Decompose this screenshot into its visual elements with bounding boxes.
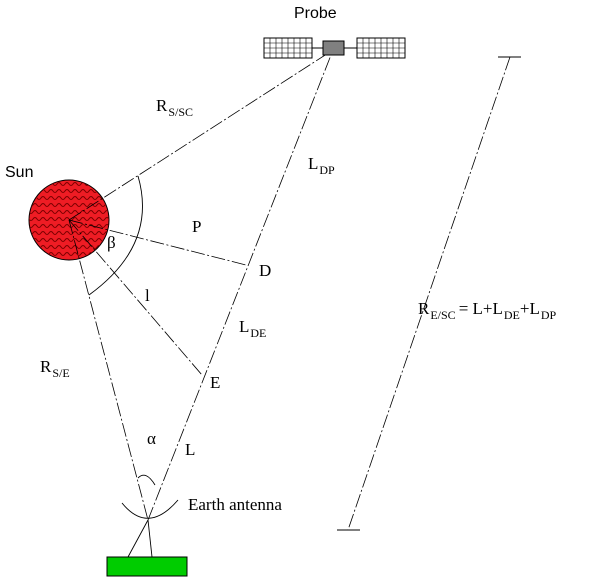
antenna-leg-left	[127, 519, 149, 558]
p-label: P	[192, 217, 202, 236]
d-label: D	[259, 261, 272, 280]
beta-label: β	[107, 233, 116, 252]
distance-line	[347, 56, 511, 531]
probe-label: Probe	[294, 5, 337, 22]
alpha-label: α	[147, 429, 156, 448]
earth-antenna-label: Earth antenna	[188, 495, 282, 514]
antenna-dish-icon	[121, 499, 179, 519]
sun-label: Sun	[5, 164, 34, 181]
l-de-label: LDE	[239, 317, 267, 340]
sun-probe-line	[68, 49, 334, 221]
l-dp-label: LDP	[308, 154, 335, 177]
earth-probe-line	[147, 49, 334, 521]
sun-earth-line	[68, 219, 149, 521]
r-s-sc-label: RS/SC	[156, 96, 194, 119]
probe-icon	[263, 37, 406, 59]
l-small-label: l	[145, 286, 150, 305]
sun-d-line	[68, 219, 247, 266]
e-label: E	[210, 373, 221, 392]
beta-arc	[88, 175, 143, 296]
sun-e-line	[68, 219, 203, 376]
r-e-sc-equation: RE/SC= L+LDE+LDP	[418, 299, 557, 322]
ground-block	[106, 556, 188, 577]
alpha-arc	[137, 474, 156, 486]
r-s-e-label: RS/E	[40, 357, 70, 380]
l-big-label: L	[185, 440, 196, 459]
antenna-leg-right	[147, 519, 153, 558]
